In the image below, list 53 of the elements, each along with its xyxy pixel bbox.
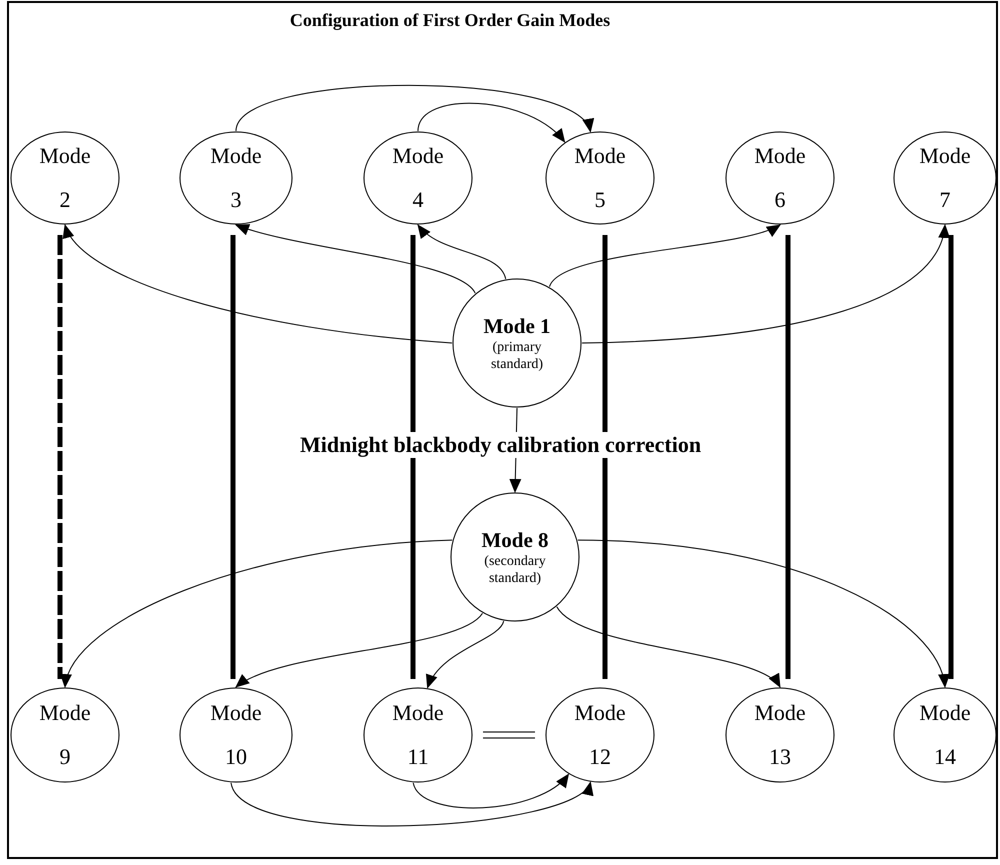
- node-label: Mode 14: [918, 699, 972, 771]
- mode-ellipse: [893, 131, 997, 225]
- node-label: Mode 5: [573, 142, 627, 214]
- diagram-title: Configuration of First Order Gain Modes: [290, 10, 610, 31]
- arrow: [582, 224, 948, 344]
- mode-ellipse: [450, 492, 580, 622]
- arrow: [417, 224, 506, 280]
- node-label: Mode 12: [573, 699, 627, 771]
- node-label: Mode 13: [753, 699, 807, 771]
- node-label: Mode 6: [753, 142, 807, 214]
- node-label: Mode 11: [391, 699, 445, 771]
- node-label: Mode 10: [209, 699, 263, 771]
- arrow: [235, 612, 483, 688]
- mode-ellipse: [10, 687, 120, 783]
- arrow: [64, 224, 452, 344]
- double-line: [482, 732, 536, 738]
- node-label: Mode 3: [209, 142, 263, 214]
- node-label: Mode 2: [38, 142, 92, 214]
- mode-ellipse: [725, 131, 835, 225]
- mode-ellipse: [545, 131, 655, 225]
- thick-line: [410, 235, 416, 679]
- arrow: [418, 102, 566, 143]
- mode-ellipse: [725, 687, 835, 783]
- arrow: [427, 620, 504, 689]
- arrow: [577, 540, 948, 688]
- arrow: [236, 84, 591, 133]
- mode-ellipse: [452, 278, 582, 408]
- arrow: [412, 774, 570, 808]
- arrow: [230, 782, 592, 826]
- thick-line: [58, 235, 62, 679]
- section-label: Midnight blackbody calibration correction: [300, 432, 702, 458]
- mode-ellipse: [363, 687, 473, 783]
- node-label: Mode 1: [483, 313, 551, 339]
- node-label: Mode 7: [918, 142, 972, 214]
- arrow: [235, 223, 476, 294]
- arrow: [556, 606, 781, 688]
- mode-ellipse: [893, 687, 997, 783]
- mode-ellipse: [179, 131, 293, 225]
- mode-ellipse: [10, 131, 120, 225]
- arrow: [62, 540, 453, 688]
- node-label: Mode 8: [481, 527, 549, 553]
- thick-line: [948, 235, 954, 679]
- mode-ellipse: [545, 687, 655, 783]
- thick-line: [230, 235, 236, 679]
- arrow: [549, 224, 781, 288]
- mode-ellipse: [179, 687, 293, 783]
- node-note: (primary standard): [490, 339, 544, 373]
- node-note: (secondary standard): [483, 553, 547, 587]
- mode-ellipse: [363, 131, 473, 225]
- thick-line: [602, 235, 608, 679]
- thick-line: [786, 235, 790, 679]
- node-label: Mode 9: [38, 699, 92, 771]
- node-label: Mode 4: [391, 142, 445, 214]
